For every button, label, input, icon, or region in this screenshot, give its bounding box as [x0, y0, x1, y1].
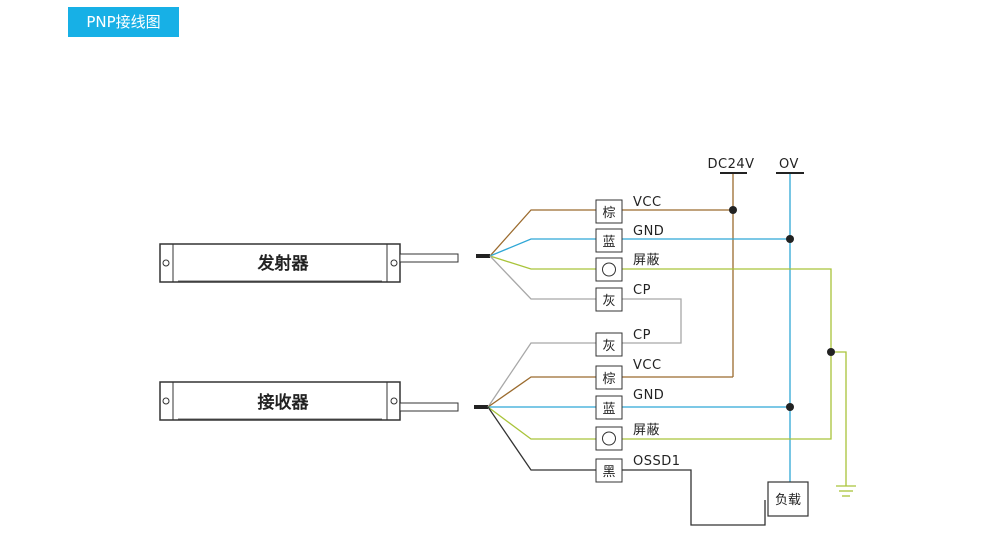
junction-shield	[827, 348, 835, 356]
emitter-screw-left-icon	[162, 259, 170, 267]
signal-label: CP	[633, 328, 651, 343]
emitter-label: 发射器	[257, 253, 310, 274]
emitter-cable	[399, 253, 459, 263]
receiver-screw-left-icon	[162, 397, 170, 405]
ground-icon	[836, 485, 856, 497]
receiver-screw-right-icon	[390, 397, 398, 405]
emitter-wire-brown	[489, 209, 596, 257]
terminal-color-label: 蓝	[602, 402, 615, 417]
terminal-box	[595, 458, 623, 483]
terminal-color-label: 棕	[602, 372, 615, 387]
receiver-wire-black	[487, 406, 596, 471]
dc24v-label: DC24V	[707, 157, 754, 172]
signal-label: OSSD1	[633, 454, 681, 469]
terminal-color-label: 蓝	[602, 235, 615, 250]
receiver-label: 接收器	[258, 392, 310, 413]
signal-label: VCC	[633, 358, 662, 373]
terminal-color-label: 黑	[602, 465, 615, 480]
load-label: 负载	[775, 493, 801, 508]
ov-label: OV	[779, 157, 799, 172]
signal-label: 屏蔽	[633, 423, 660, 438]
emitter-terminals: 棕 VCC 蓝 GND 屏蔽 灰 CP	[595, 195, 664, 312]
receiver-wire-gray	[487, 342, 596, 408]
terminal-box	[595, 199, 623, 224]
terminal-box	[595, 228, 623, 253]
signal-label: VCC	[633, 195, 662, 210]
load-box	[767, 481, 809, 517]
page-title: PNP接线图	[68, 7, 179, 37]
terminal-color-label: 灰	[602, 339, 615, 354]
terminal-box	[595, 287, 623, 312]
receiver-cable	[399, 402, 459, 412]
junction-gnd-emitter	[786, 235, 794, 243]
shield-terminal-icon	[602, 262, 616, 277]
signal-label: GND	[633, 388, 664, 403]
emitter-wire-blue	[489, 238, 596, 257]
ossd1-wire	[622, 469, 766, 526]
shield-bus	[622, 268, 832, 440]
receiver-cable-split	[474, 405, 488, 409]
receiver-wire-shield	[487, 406, 596, 440]
terminal-color-label: 棕	[602, 206, 615, 221]
terminal-box	[595, 365, 623, 390]
receiver-wire-brown	[487, 376, 596, 408]
emitter-wire-shield	[489, 255, 596, 270]
receiver-device: 接收器	[159, 381, 459, 421]
shield-earth-wire	[831, 351, 847, 486]
signal-label: CP	[633, 283, 651, 298]
junction-gnd-receiver	[786, 403, 794, 411]
signal-label: GND	[633, 224, 664, 239]
emitter-cable-split	[476, 254, 490, 258]
cp-link-wire	[622, 298, 682, 344]
emitter-wire-gray	[489, 255, 596, 300]
shield-terminal-icon	[602, 431, 616, 446]
junction-vcc-emitter	[729, 206, 737, 214]
receiver-terminals: 灰 CP 棕 VCC 蓝 GND 屏蔽 黑 OSSD1	[595, 328, 681, 483]
terminal-box	[595, 332, 623, 357]
emitter-screw-right-icon	[390, 259, 398, 267]
emitter-device: 发射器	[159, 243, 459, 283]
emitter-body	[159, 243, 401, 283]
terminal-color-label: 灰	[602, 294, 615, 309]
terminal-box	[595, 395, 623, 420]
signal-label: 屏蔽	[633, 253, 660, 268]
receiver-body	[159, 381, 401, 421]
